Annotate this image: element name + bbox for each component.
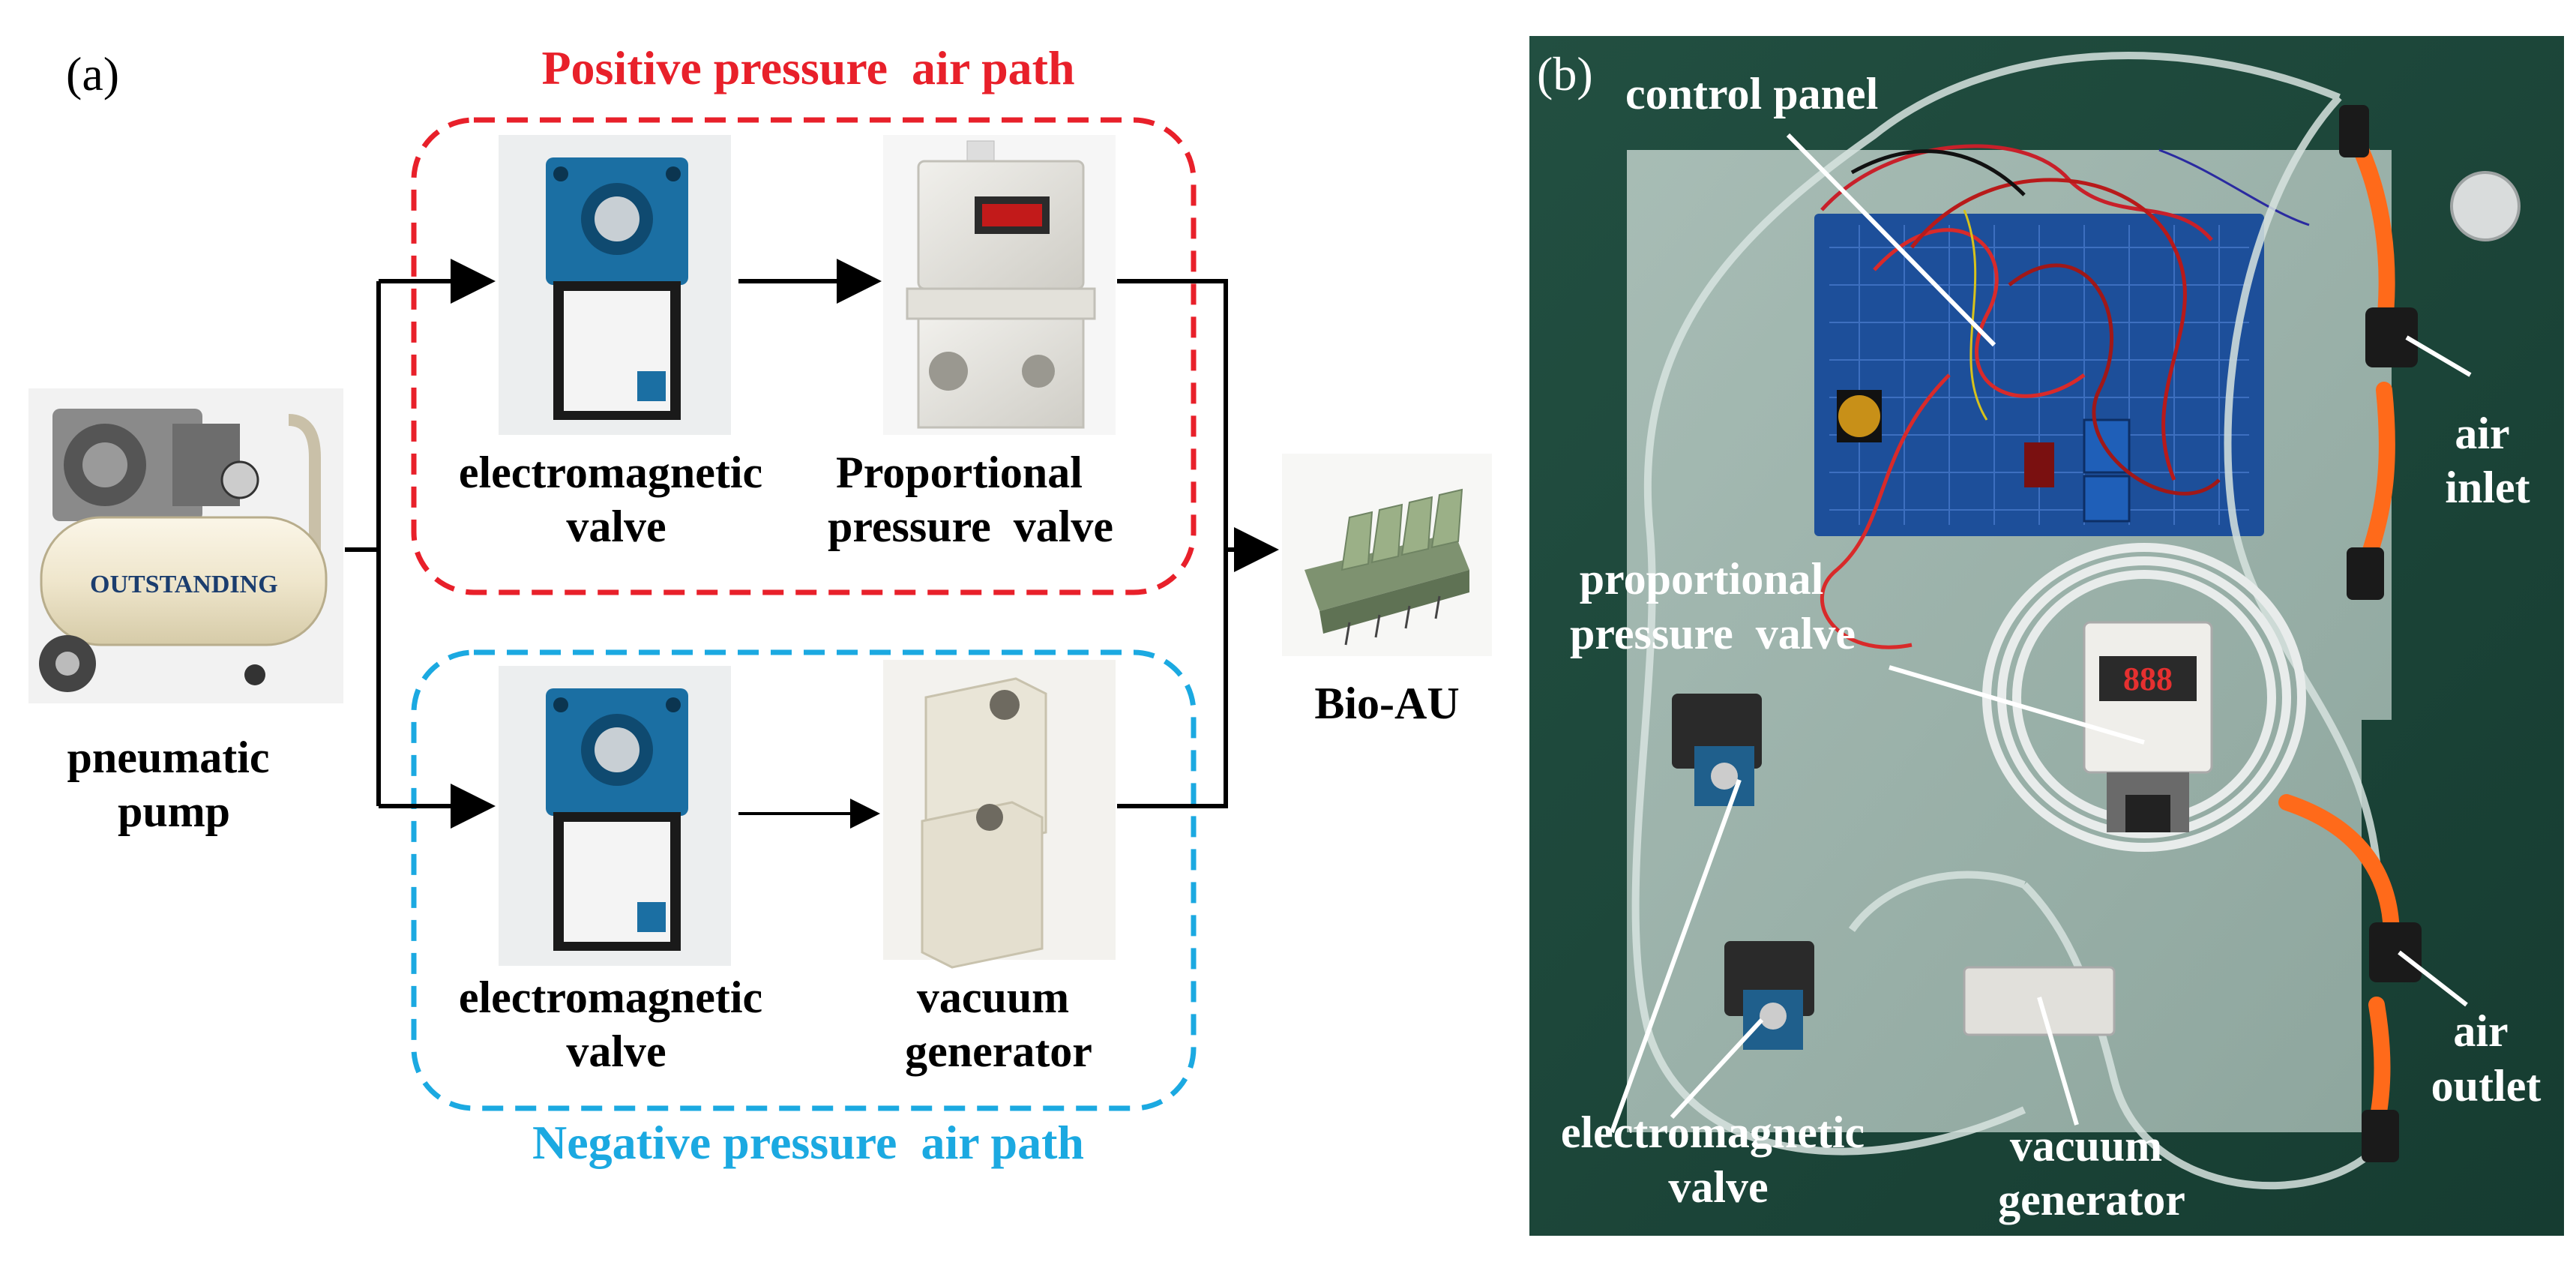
pump-label: pneumatic pump [67, 733, 281, 836]
bio-au-image [1282, 454, 1492, 656]
pneumatic-pump-image: OUTSTANDING [28, 388, 343, 703]
regulator-photo: 888 [2083, 621, 2213, 832]
positive-valve-label: electromagnetic valve [459, 448, 774, 551]
positive-path-title: Positive pressure air path [541, 41, 1074, 94]
vacuum-generator-photo-label: vacuum generator [1998, 1121, 2185, 1225]
em-valve-photo-label: electromagnetic valve [1561, 1108, 1876, 1212]
negative-electromagnetic-valve-image [499, 666, 731, 966]
positive-path-frame [411, 117, 1197, 595]
air-inlet-label: air inlet [2445, 409, 2530, 512]
regulator-display: 888 [2123, 661, 2173, 697]
flow-connectors [345, 259, 1279, 829]
negative-valve-label: electromagnetic valve [459, 973, 774, 1076]
control-panel-label: control panel [1625, 69, 1878, 118]
control-board [1814, 214, 2264, 536]
bio-au-label: Bio-AU [1314, 679, 1459, 728]
prop-valve-photo-label: proportional pressure valve [0, 0, 1912, 658]
air-tubes [1631, 52, 2387, 1190]
vacuum-generator-label: vacuum generator [905, 973, 1092, 1076]
em-valve-photo-1 [1672, 694, 1762, 806]
coin [2450, 171, 2521, 241]
negative-path-frame [411, 649, 1197, 1111]
pump-brand-text: OUTSTANDING [90, 571, 278, 598]
vacuum-generator-image [883, 660, 1116, 969]
pointer-lines [1610, 133, 2472, 1134]
panel-b-photo: 888 (b) control panel [0, 0, 2564, 1236]
air-outlet-label: air outlet [2431, 1006, 2542, 1111]
tube-fittings [2339, 105, 2422, 1162]
panel-b-letter: (b) [1537, 47, 1593, 100]
orange-tubes [2278, 127, 2400, 1133]
positive-electromagnetic-valve-image [499, 135, 731, 435]
wire-bundle [1820, 144, 2310, 649]
em-valve-photo-2 [1724, 941, 1814, 1050]
panel-a: (a) Positive pressure air path Negative … [0, 0, 1492, 1169]
proportional-pressure-valve-image [883, 135, 1116, 435]
panel-a-letter: (a) [66, 47, 119, 100]
proportional-valve-label: Proportional pressure valve [0, 0, 1170, 551]
negative-path-title: Negative pressure air path [532, 1116, 1084, 1169]
